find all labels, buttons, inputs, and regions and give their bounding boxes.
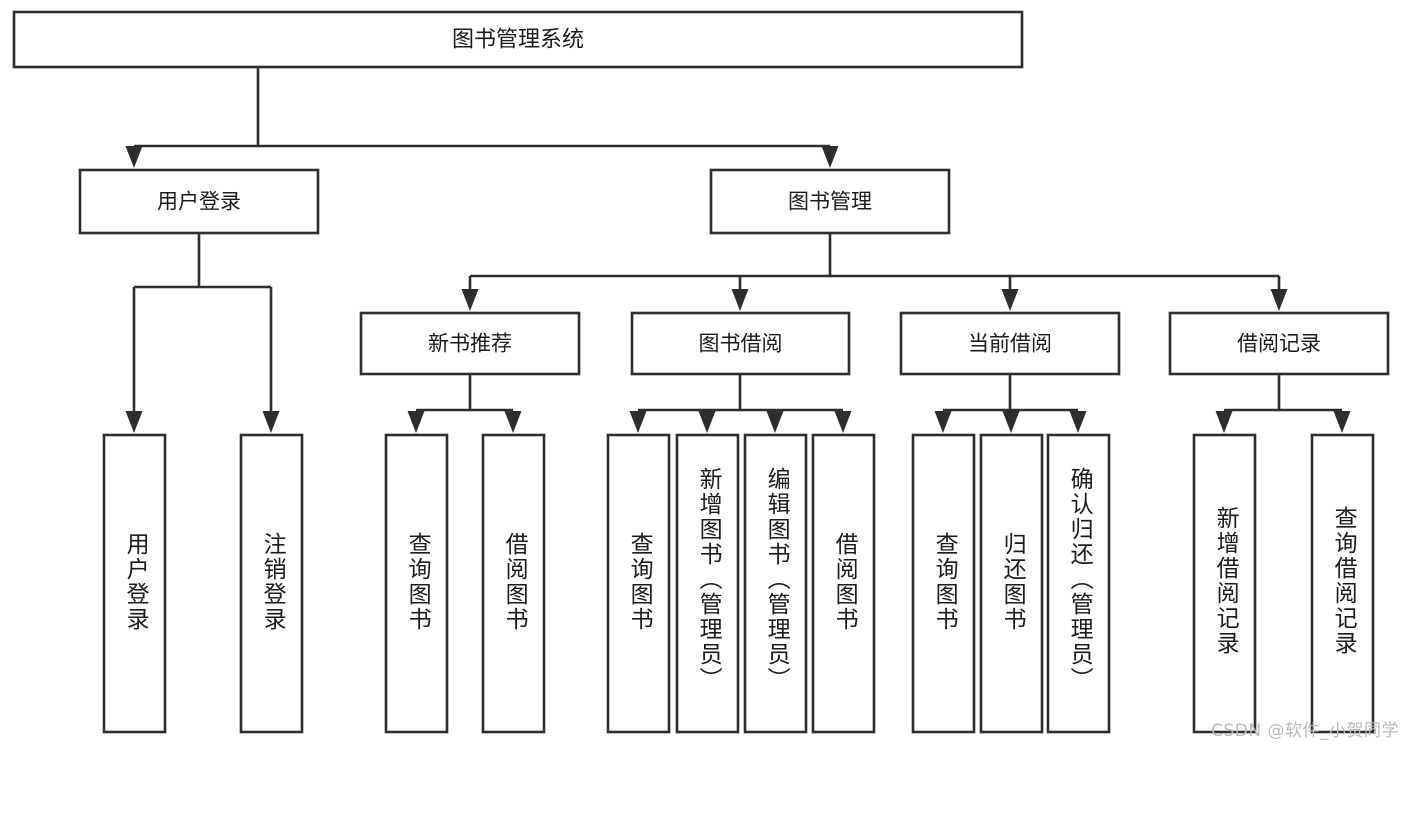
arrow-g3-leaf-3	[1069, 411, 1087, 433]
arrow-g3-leaf-2	[1002, 411, 1020, 433]
arrow-to-book-borrow	[731, 289, 749, 311]
arrow-g4-leaf-2	[1333, 411, 1351, 433]
node-leaf-7-box[interactable]	[743, 433, 808, 734]
node-level3-1[interactable]: 新书推荐	[359, 311, 581, 376]
node-level3-2-label: 图书借阅	[699, 332, 783, 356]
node-leaf-9[interactable]	[911, 433, 976, 734]
node-level2-1-box[interactable]	[78, 168, 320, 235]
node-level3-1-label: 新书推荐	[428, 332, 512, 356]
arrow-to-current-borrow	[1001, 289, 1019, 311]
node-level3-2-box[interactable]	[630, 311, 851, 376]
node-level3-2[interactable]: 图书借阅	[630, 311, 851, 376]
node-level3-3[interactable]: 当前借阅	[899, 311, 1121, 376]
node-root-system-box[interactable]	[12, 10, 1024, 69]
node-leaf-12[interactable]	[1192, 433, 1257, 734]
node-leaf-1[interactable]	[102, 433, 167, 734]
node-leaf-3[interactable]	[384, 433, 449, 734]
node-leaf-6-box[interactable]	[675, 433, 740, 734]
node-root-system[interactable]: 图书管理系统	[12, 10, 1024, 69]
node-level2-2-label: 图书管理	[788, 190, 872, 214]
node-leaf-8-box[interactable]	[811, 433, 876, 734]
node-level3-3-label: 当前借阅	[968, 332, 1052, 356]
node-level3-4[interactable]: 借阅记录	[1168, 311, 1390, 376]
arrow-to-book-management	[821, 146, 839, 168]
arrow-g4-leaf-1	[1215, 411, 1233, 433]
node-level2-1-label: 用户登录	[157, 190, 241, 214]
node-level2-2-box[interactable]	[709, 168, 951, 235]
node-level3-4-box[interactable]	[1168, 311, 1390, 376]
diagram-canvas: 图书管理系统用户登录图书管理新书推荐图书借阅当前借阅借阅记录 用户登录注销登录查…	[12, 10, 1399, 741]
watermark-text: CSDN @软件_小贺同学	[1211, 721, 1399, 741]
node-leaf-9-box[interactable]	[911, 433, 976, 734]
arrow-to-leaf-user-login	[125, 411, 143, 433]
node-level2-2[interactable]: 图书管理	[709, 168, 951, 235]
node-leaf-13-box[interactable]	[1310, 433, 1375, 734]
node-level3-4-label: 借阅记录	[1237, 332, 1321, 356]
node-root-system-label: 图书管理系统	[452, 28, 584, 53]
node-level3-1-box[interactable]	[359, 311, 581, 376]
node-leaf-3-box[interactable]	[384, 433, 449, 734]
node-leaf-6[interactable]	[675, 433, 740, 734]
arrow-g1-leaf-2	[504, 411, 522, 433]
node-leaf-11[interactable]	[1046, 433, 1111, 734]
node-leaf-4-box[interactable]	[481, 433, 546, 734]
arrow-g2-leaf-4	[834, 411, 852, 433]
arrow-g1-leaf-1	[407, 411, 425, 433]
node-leaf-2[interactable]	[239, 433, 304, 734]
node-level3-3-box[interactable]	[899, 311, 1121, 376]
arrow-g2-leaf-3	[766, 411, 784, 433]
node-leaf-5-box[interactable]	[606, 433, 671, 734]
node-leaf-13[interactable]	[1310, 433, 1375, 734]
node-leaf-7[interactable]	[743, 433, 808, 734]
node-leaf-4[interactable]	[481, 433, 546, 734]
node-leaf-8[interactable]	[811, 433, 876, 734]
arrow-heads	[125, 146, 1351, 433]
arrow-to-new-book-rec	[461, 289, 479, 311]
node-leaf-11-box[interactable]	[1046, 433, 1111, 734]
arrow-to-leaf-logout	[262, 411, 280, 433]
arrow-g2-leaf-2	[698, 411, 716, 433]
node-leaf-5[interactable]	[606, 433, 671, 734]
node-leaf-12-box[interactable]	[1192, 433, 1257, 734]
arrow-to-user-login	[125, 146, 143, 168]
arrow-to-borrow-record	[1270, 289, 1288, 311]
arrow-g2-leaf-1	[629, 411, 647, 433]
node-leaf-2-box[interactable]	[239, 433, 304, 734]
node-leaf-10-box[interactable]	[979, 433, 1044, 734]
node-leaf-1-box[interactable]	[102, 433, 167, 734]
arrow-g3-leaf-1	[934, 411, 952, 433]
node-leaf-10[interactable]	[979, 433, 1044, 734]
node-level2-1[interactable]: 用户登录	[78, 168, 320, 235]
